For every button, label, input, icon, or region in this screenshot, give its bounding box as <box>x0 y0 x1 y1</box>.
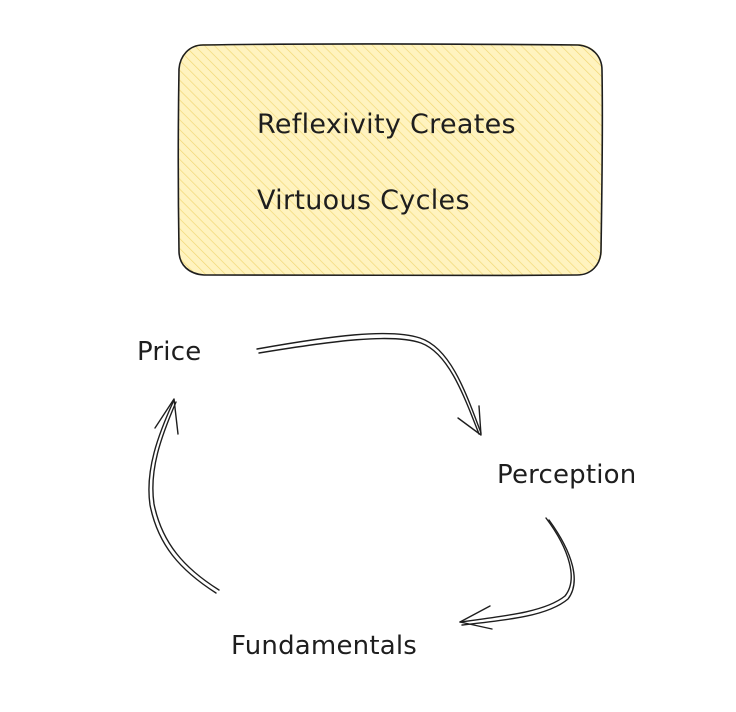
arrow-perception-to-fundamentals-shaft-2 <box>461 519 575 626</box>
arrow-price-to-perception-head <box>457 405 482 436</box>
arrow-fundamentals-to-price[interactable] <box>148 398 220 594</box>
arrow-fundamentals-to-price-head <box>154 398 179 435</box>
arrow-fundamentals-to-price-shaft <box>148 399 217 594</box>
title-box-fill <box>179 44 602 275</box>
title-box[interactable]: Reflexivity Creates Virtuous Cycles <box>177 43 604 277</box>
title-line-2: Virtuous Cycles <box>257 185 470 216</box>
arrow-price-to-perception[interactable] <box>256 332 482 436</box>
arrow-perception-to-fundamentals-head <box>459 605 493 630</box>
arrow-price-to-perception-shaft <box>256 332 482 434</box>
title-box-border <box>177 43 604 277</box>
arrow-perception-to-fundamentals[interactable] <box>459 517 575 630</box>
arrow-price-to-perception-shaft-2 <box>258 337 480 435</box>
arrow-fundamentals-to-price-shaft-2 <box>152 401 220 591</box>
node-perception[interactable]: Perception <box>497 460 636 490</box>
node-fundamentals[interactable]: Fundamentals <box>231 631 417 661</box>
node-price[interactable]: Price <box>137 337 201 367</box>
title-line-1: Reflexivity Creates <box>257 109 516 140</box>
arrow-perception-to-fundamentals-shaft <box>459 517 572 623</box>
